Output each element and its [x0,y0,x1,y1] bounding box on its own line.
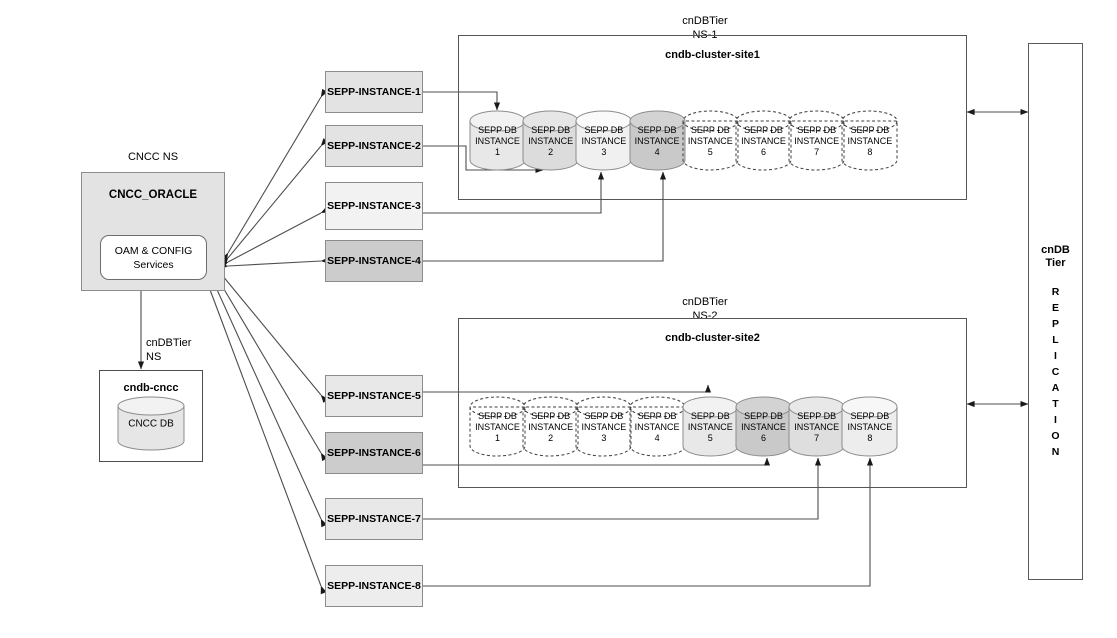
sepp-instance-5-label: SEPP-INSTANCE-5 [327,390,421,402]
sepp-db-instance-cylinder: SEPP DB INSTANCE 5 [682,110,739,172]
sepp-instance-3-box[interactable]: SEPP-INSTANCE-3 [325,182,423,230]
sepp-db-instance-cylinder: SEPP DB INSTANCE 4 [629,110,686,172]
sepp-instance-1-box[interactable]: SEPP-INSTANCE-1 [325,71,423,113]
cndbtier-replication-title: cnDB Tier [1041,244,1070,269]
sepp-instance-3-label: SEPP-INSTANCE-3 [327,200,421,212]
sepp-instance-4-box[interactable]: SEPP-INSTANCE-4 [325,240,423,282]
replication-letter: T [1052,398,1059,410]
sepp-db-instance-cylinder: SEPP DB INSTANCE 3 [575,110,632,172]
sepp-instance-7-box[interactable]: SEPP-INSTANCE-7 [325,498,423,540]
sepp-db-instance-cylinder: SEPP DB INSTANCE 2 [522,396,579,458]
cncc-ns-label: CNCC NS [127,151,179,163]
cluster-2-ns-label: cnDBTier NS-2 [682,296,728,322]
sepp-instance-1-label: SEPP-INSTANCE-1 [327,86,421,98]
sepp-instance-5-box[interactable]: SEPP-INSTANCE-5 [325,375,423,417]
sepp-instance-8-label: SEPP-INSTANCE-8 [327,580,421,592]
sepp-instance-8-box[interactable]: SEPP-INSTANCE-8 [325,565,423,607]
oam-config-services-box[interactable]: OAM & CONFIG Services [100,235,207,280]
sepp-db-instance-cylinder: SEPP DB INSTANCE 2 [522,110,579,172]
sepp-db-instance-cylinder: SEPP DB INSTANCE 1 [469,396,526,458]
sepp-instance-4-label: SEPP-INSTANCE-4 [327,255,421,267]
cndb-cluster-site2-title: cndb-cluster-site2 [665,332,760,344]
sepp-db-instance-cylinder: SEPP DB INSTANCE 4 [629,396,686,458]
sepp-instance-6-box[interactable]: SEPP-INSTANCE-6 [325,432,423,474]
sepp-db-instance-cylinder: SEPP DB INSTANCE 7 [788,396,845,458]
cndb-cluster-site1-frame: cndb-cluster-site1 [458,35,967,200]
cndb-cncc-title: cndb-cncc [123,382,179,394]
replication-letter: R [1051,286,1060,298]
replication-letter: O [1051,430,1060,442]
replication-letter: A [1051,382,1060,394]
replication-letter: N [1051,446,1060,458]
cndb-cluster-site1-title: cndb-cluster-site1 [665,49,760,61]
cncc-db-cylinder: CNCC DB [117,396,185,451]
sepp-db-instance-cylinder: SEPP DB INSTANCE 6 [735,110,792,172]
replication-letter: I [1054,414,1057,426]
sepp-instance-6-label: SEPP-INSTANCE-6 [327,447,421,459]
oam-config-services-label: OAM & CONFIG Services [114,244,193,271]
sepp-instance-7-label: SEPP-INSTANCE-7 [327,513,421,525]
replication-letter: P [1051,318,1059,330]
cncc-oracle-title: CNCC_ORACLE [108,189,198,201]
replication-letter: C [1051,366,1060,378]
sepp-db-instance-cylinder: SEPP DB INSTANCE 8 [841,396,898,458]
sepp-db-instance-cylinder: SEPP DB INSTANCE 3 [575,396,632,458]
sepp-db-instance-cylinder: SEPP DB INSTANCE 1 [469,110,526,172]
sepp-db-instance-cylinder: SEPP DB INSTANCE 8 [841,110,898,172]
sepp-instance-2-label: SEPP-INSTANCE-2 [327,140,421,152]
cndb-cluster-site2-frame: cndb-cluster-site2 [458,318,967,488]
sepp-db-instance-cylinder: SEPP DB INSTANCE 5 [682,396,739,458]
sepp-db-instance-cylinder: SEPP DB INSTANCE 7 [788,110,845,172]
sepp-instance-2-box[interactable]: SEPP-INSTANCE-2 [325,125,423,167]
replication-letter: E [1051,302,1059,314]
cncc-dbtier-ns-label: cnDBTier NS [146,337,192,363]
replication-letter: I [1054,350,1057,362]
sepp-db-instance-cylinder: SEPP DB INSTANCE 6 [735,396,792,458]
replication-letter: L [1052,334,1059,346]
